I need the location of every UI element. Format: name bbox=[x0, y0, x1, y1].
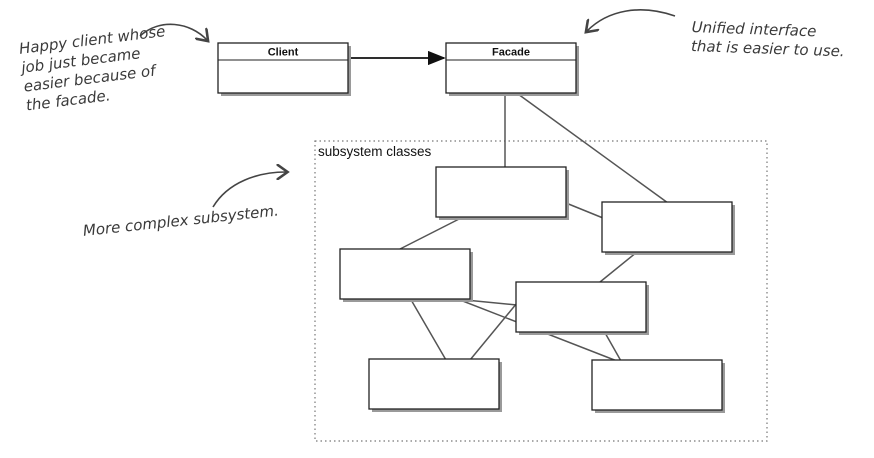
subsystem-class-box[interactable] bbox=[515, 281, 649, 335]
subsystem-note-arrow bbox=[212, 172, 286, 208]
link-sub2-sub4 bbox=[599, 251, 638, 283]
subsystem-class-box[interactable] bbox=[591, 359, 725, 413]
subsystem-class-box[interactable] bbox=[435, 166, 569, 220]
client-class-box[interactable]: Client bbox=[217, 42, 351, 96]
subsystem-class-box[interactable] bbox=[601, 201, 735, 255]
link-facade-sub2 bbox=[517, 93, 669, 204]
facade-class-box[interactable]: Facade bbox=[445, 42, 579, 96]
client-class-label: Client bbox=[268, 47, 299, 59]
link-sub4-sub5 bbox=[469, 302, 518, 361]
facade-note-arrow bbox=[587, 9, 676, 31]
facade-class-label: Facade bbox=[492, 47, 530, 59]
client-note-arrow bbox=[139, 23, 207, 40]
subsystem-class-box[interactable] bbox=[339, 248, 473, 302]
link-sub3-sub5 bbox=[409, 297, 447, 361]
facade-annotation: Unified interface that is easier to use. bbox=[690, 18, 845, 61]
link-sub1-sub2 bbox=[565, 202, 604, 219]
subsystem-region bbox=[314, 140, 768, 442]
link-sub4-sub6 bbox=[603, 330, 622, 362]
subsystem-class-box[interactable] bbox=[368, 358, 502, 412]
subsystem-region-label: subsystem classes bbox=[318, 144, 432, 159]
link-sub1-sub3 bbox=[399, 215, 466, 250]
